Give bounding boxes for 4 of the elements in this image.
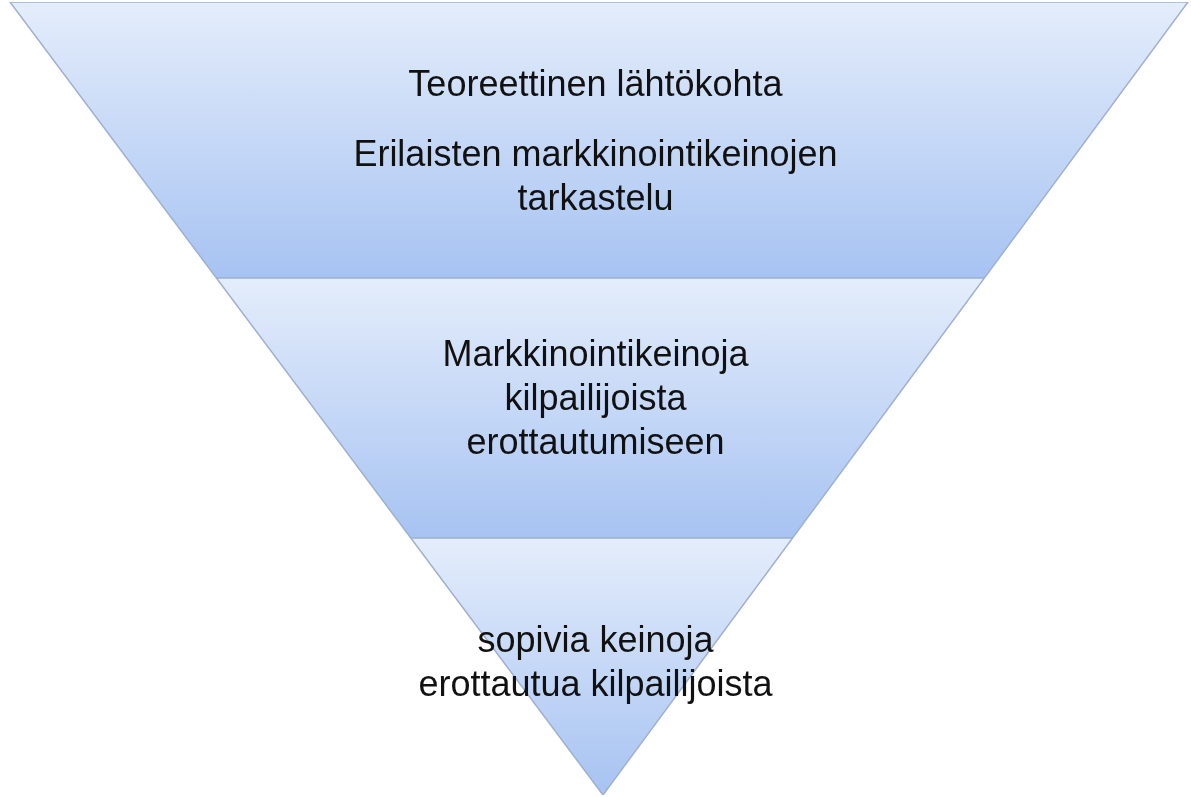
tier-text: sopivia keinoja erottautua kilpailijoista: [417, 618, 774, 706]
tier-text: Erilaisten markkinointikeinojen tarkastelu: [352, 132, 839, 220]
tier-heading: Teoreettinen lähtökohta: [407, 62, 784, 106]
tier-text: Markkinointikeinoja kilpailijoista erottautumiseen: [441, 332, 750, 464]
